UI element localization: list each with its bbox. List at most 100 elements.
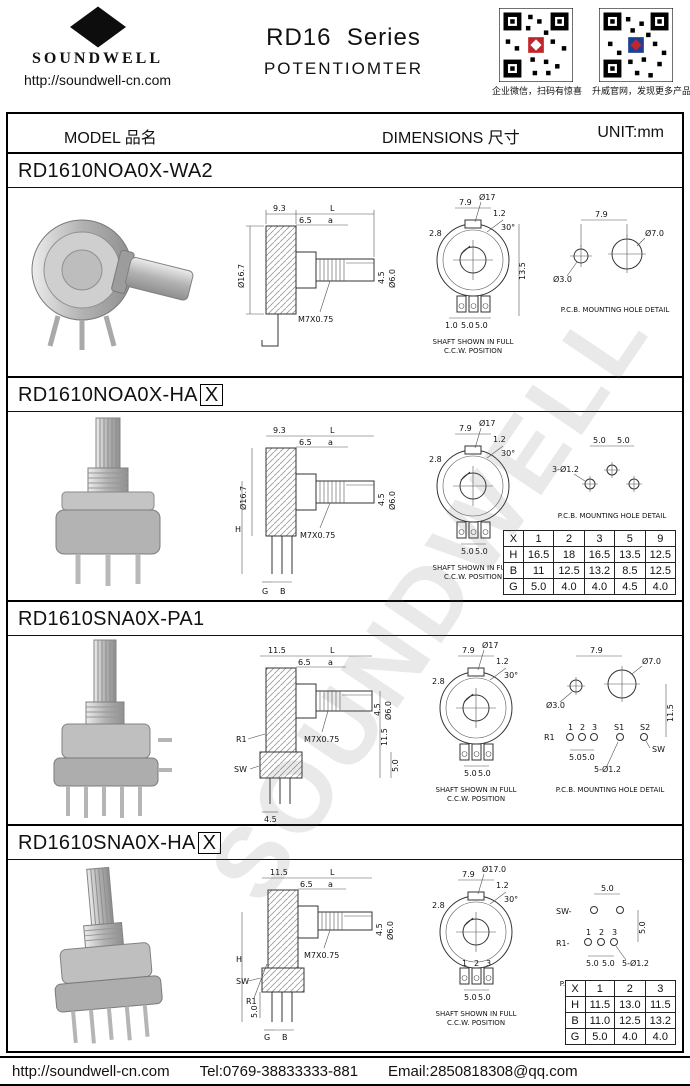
qr-block: 企业微信，扫码有惊喜 升威官网，发现更多产品 — [492, 0, 690, 97]
dim-label: 2.8 — [432, 677, 445, 686]
footer-tel[interactable]: Tel:0769-38833333-881 — [199, 1062, 359, 1080]
dim-label: 7.9 — [462, 646, 475, 655]
footer-email[interactable]: Email:2850818308@qq.com — [388, 1062, 578, 1080]
dim-label: M7X0.75 — [298, 315, 333, 324]
dim-label: H — [236, 955, 242, 964]
dim-label: L — [330, 646, 335, 655]
company-website[interactable]: http://soundwell-cn.com — [23, 72, 172, 88]
dim-label: 4.5 — [264, 815, 277, 824]
dim-label: Ø16.7 — [236, 264, 246, 288]
spec-table-cell: 12.5 — [644, 562, 677, 579]
dim-label: 5.0 — [461, 321, 474, 330]
dim-label: 7.9 — [590, 646, 603, 655]
dim-label: 7.9 — [595, 210, 608, 219]
dim-label: 5.0 — [478, 993, 491, 1002]
company-name: SOUNDWELL — [31, 50, 164, 67]
dim-label: 30° — [501, 449, 515, 458]
qr-wechat: 企业微信，扫码有惊喜 — [492, 8, 582, 97]
dim-label: Ø6.0 — [385, 921, 395, 940]
dim-label: 3 — [486, 959, 491, 968]
dim-label: B — [280, 587, 286, 596]
dim-label: 30° — [504, 895, 518, 904]
spec-table-cell: 13.2 — [583, 562, 616, 579]
dim-label: G — [262, 587, 268, 596]
pcb-caption: P.C.B. MOUNTING HOLE DETAIL — [556, 786, 665, 794]
dim-label: L — [330, 868, 335, 877]
series-title: RD16 Series — [266, 24, 421, 51]
dim-label: 6.5 — [300, 880, 313, 889]
dim-label: a — [328, 438, 333, 447]
dim-label: 5-Ø1.2 — [594, 764, 621, 774]
dim-label: 30° — [501, 223, 515, 232]
front-view: Ø17 7.9 1.2 30° 2.8 5.0 5.0 SHAFT SHOWN … — [432, 640, 518, 803]
dim-label: 1.2 — [496, 657, 509, 666]
dim-label: 13.5 — [518, 262, 527, 280]
dim-label: 5.0 — [478, 769, 491, 778]
side-view: 11.5 L 6.5 a 4.5 Ø6.0 M7X0.75 R1 SW 4.5 — [234, 646, 400, 824]
dim-label: 5-Ø1.2 — [622, 958, 649, 968]
spec-table-cell: 12.5 — [614, 1012, 646, 1029]
dim-label: 5.0 — [464, 993, 477, 1002]
dim-label: 5.0 — [602, 959, 615, 968]
dimension-drawing: 9.3 L 6.5 a Ø16.7 4.5 Ø6.0 M7X0.75 — [236, 192, 669, 355]
product-photo — [31, 219, 194, 350]
spec-table-cell: B — [564, 1012, 586, 1029]
dim-label: 2 — [474, 959, 479, 968]
dim-label: B — [282, 1033, 288, 1042]
spec-table-cell: 1 — [584, 980, 616, 997]
qr-website-image — [599, 8, 673, 82]
dim-label: R1- — [556, 939, 570, 948]
dim-label: 2.8 — [429, 455, 442, 464]
dim-label: 9.3 — [273, 204, 286, 213]
dim-label: SW — [234, 765, 247, 774]
footer-website[interactable]: http://soundwell-cn.com — [12, 1062, 170, 1080]
side-view: 9.3 L 6.5 a Ø16.7 4.5 Ø6.0 M7X0.75 H G — [235, 426, 397, 596]
dim-label: 5.0 — [475, 547, 488, 556]
dim-label: 11.5 — [270, 868, 288, 877]
dim-label: 5.0 — [464, 769, 477, 778]
front-caption: C.C.W. POSITION — [447, 795, 505, 803]
spec-table-cell: 1 — [522, 530, 555, 547]
spec-table-cell: H — [564, 996, 586, 1013]
dim-label: 11.5 — [666, 704, 675, 722]
spec-table-cell: 8.5 — [614, 562, 646, 579]
model-suffix-box: X — [197, 832, 222, 854]
dim-label: L — [330, 204, 335, 213]
dim-label: S1 — [614, 723, 624, 732]
pcb-detail: 7.9 Ø3.0 Ø7.0 R1 1 2 3 S1 S2 SW 5.0 5.0 — [544, 646, 675, 794]
dim-label: Ø7.0 — [642, 656, 661, 666]
sheet-column-headers: MODEL 品名 DIMENSIONS 尺寸 UNIT:mm — [8, 114, 682, 154]
spec-table-cell: 9 — [644, 530, 677, 547]
front-view: Ø17 7.9 1.2 30° 2.8 13.5 1.0 5.0 5.0 SHA… — [429, 192, 527, 355]
spec-table-cell: 5.0 — [522, 578, 555, 595]
spec-table-cell: 5 — [614, 530, 646, 547]
dim-label: G — [264, 1033, 270, 1042]
dim-label: 7.9 — [462, 870, 475, 879]
dim-label: L — [330, 426, 335, 435]
dim-label: Ø17.0 — [482, 864, 506, 874]
column-unit: UNIT:mm — [597, 124, 664, 141]
dim-label: Ø3.0 — [546, 700, 565, 710]
qr-website-caption: 升威官网，发现更多产品 — [592, 86, 690, 96]
dim-label: 7.9 — [459, 424, 472, 433]
dim-label: a — [328, 880, 333, 889]
dim-label: R1 — [544, 733, 555, 742]
dim-label: Ø17 — [479, 192, 495, 202]
spec-table-cell: 16.5 — [583, 546, 616, 563]
dim-label: 2.8 — [429, 229, 442, 238]
section-rd1610noa0x-wa2: RD1610NOA0X-WA2 9.3 L — [8, 154, 682, 378]
dim-label: Ø6.0 — [383, 701, 393, 720]
dim-label: 6.5 — [298, 658, 311, 667]
column-dimensions: DIMENSIONS 尺寸 — [382, 130, 520, 147]
dim-label: 1.0 — [445, 321, 458, 330]
product-photo — [55, 417, 161, 586]
dim-label: Ø6.0 — [387, 491, 397, 510]
dim-label: M7X0.75 — [300, 531, 335, 540]
dim-label: 30° — [504, 671, 518, 680]
side-view: 9.3 L 6.5 a Ø16.7 4.5 Ø6.0 M7X0.75 — [236, 204, 397, 347]
